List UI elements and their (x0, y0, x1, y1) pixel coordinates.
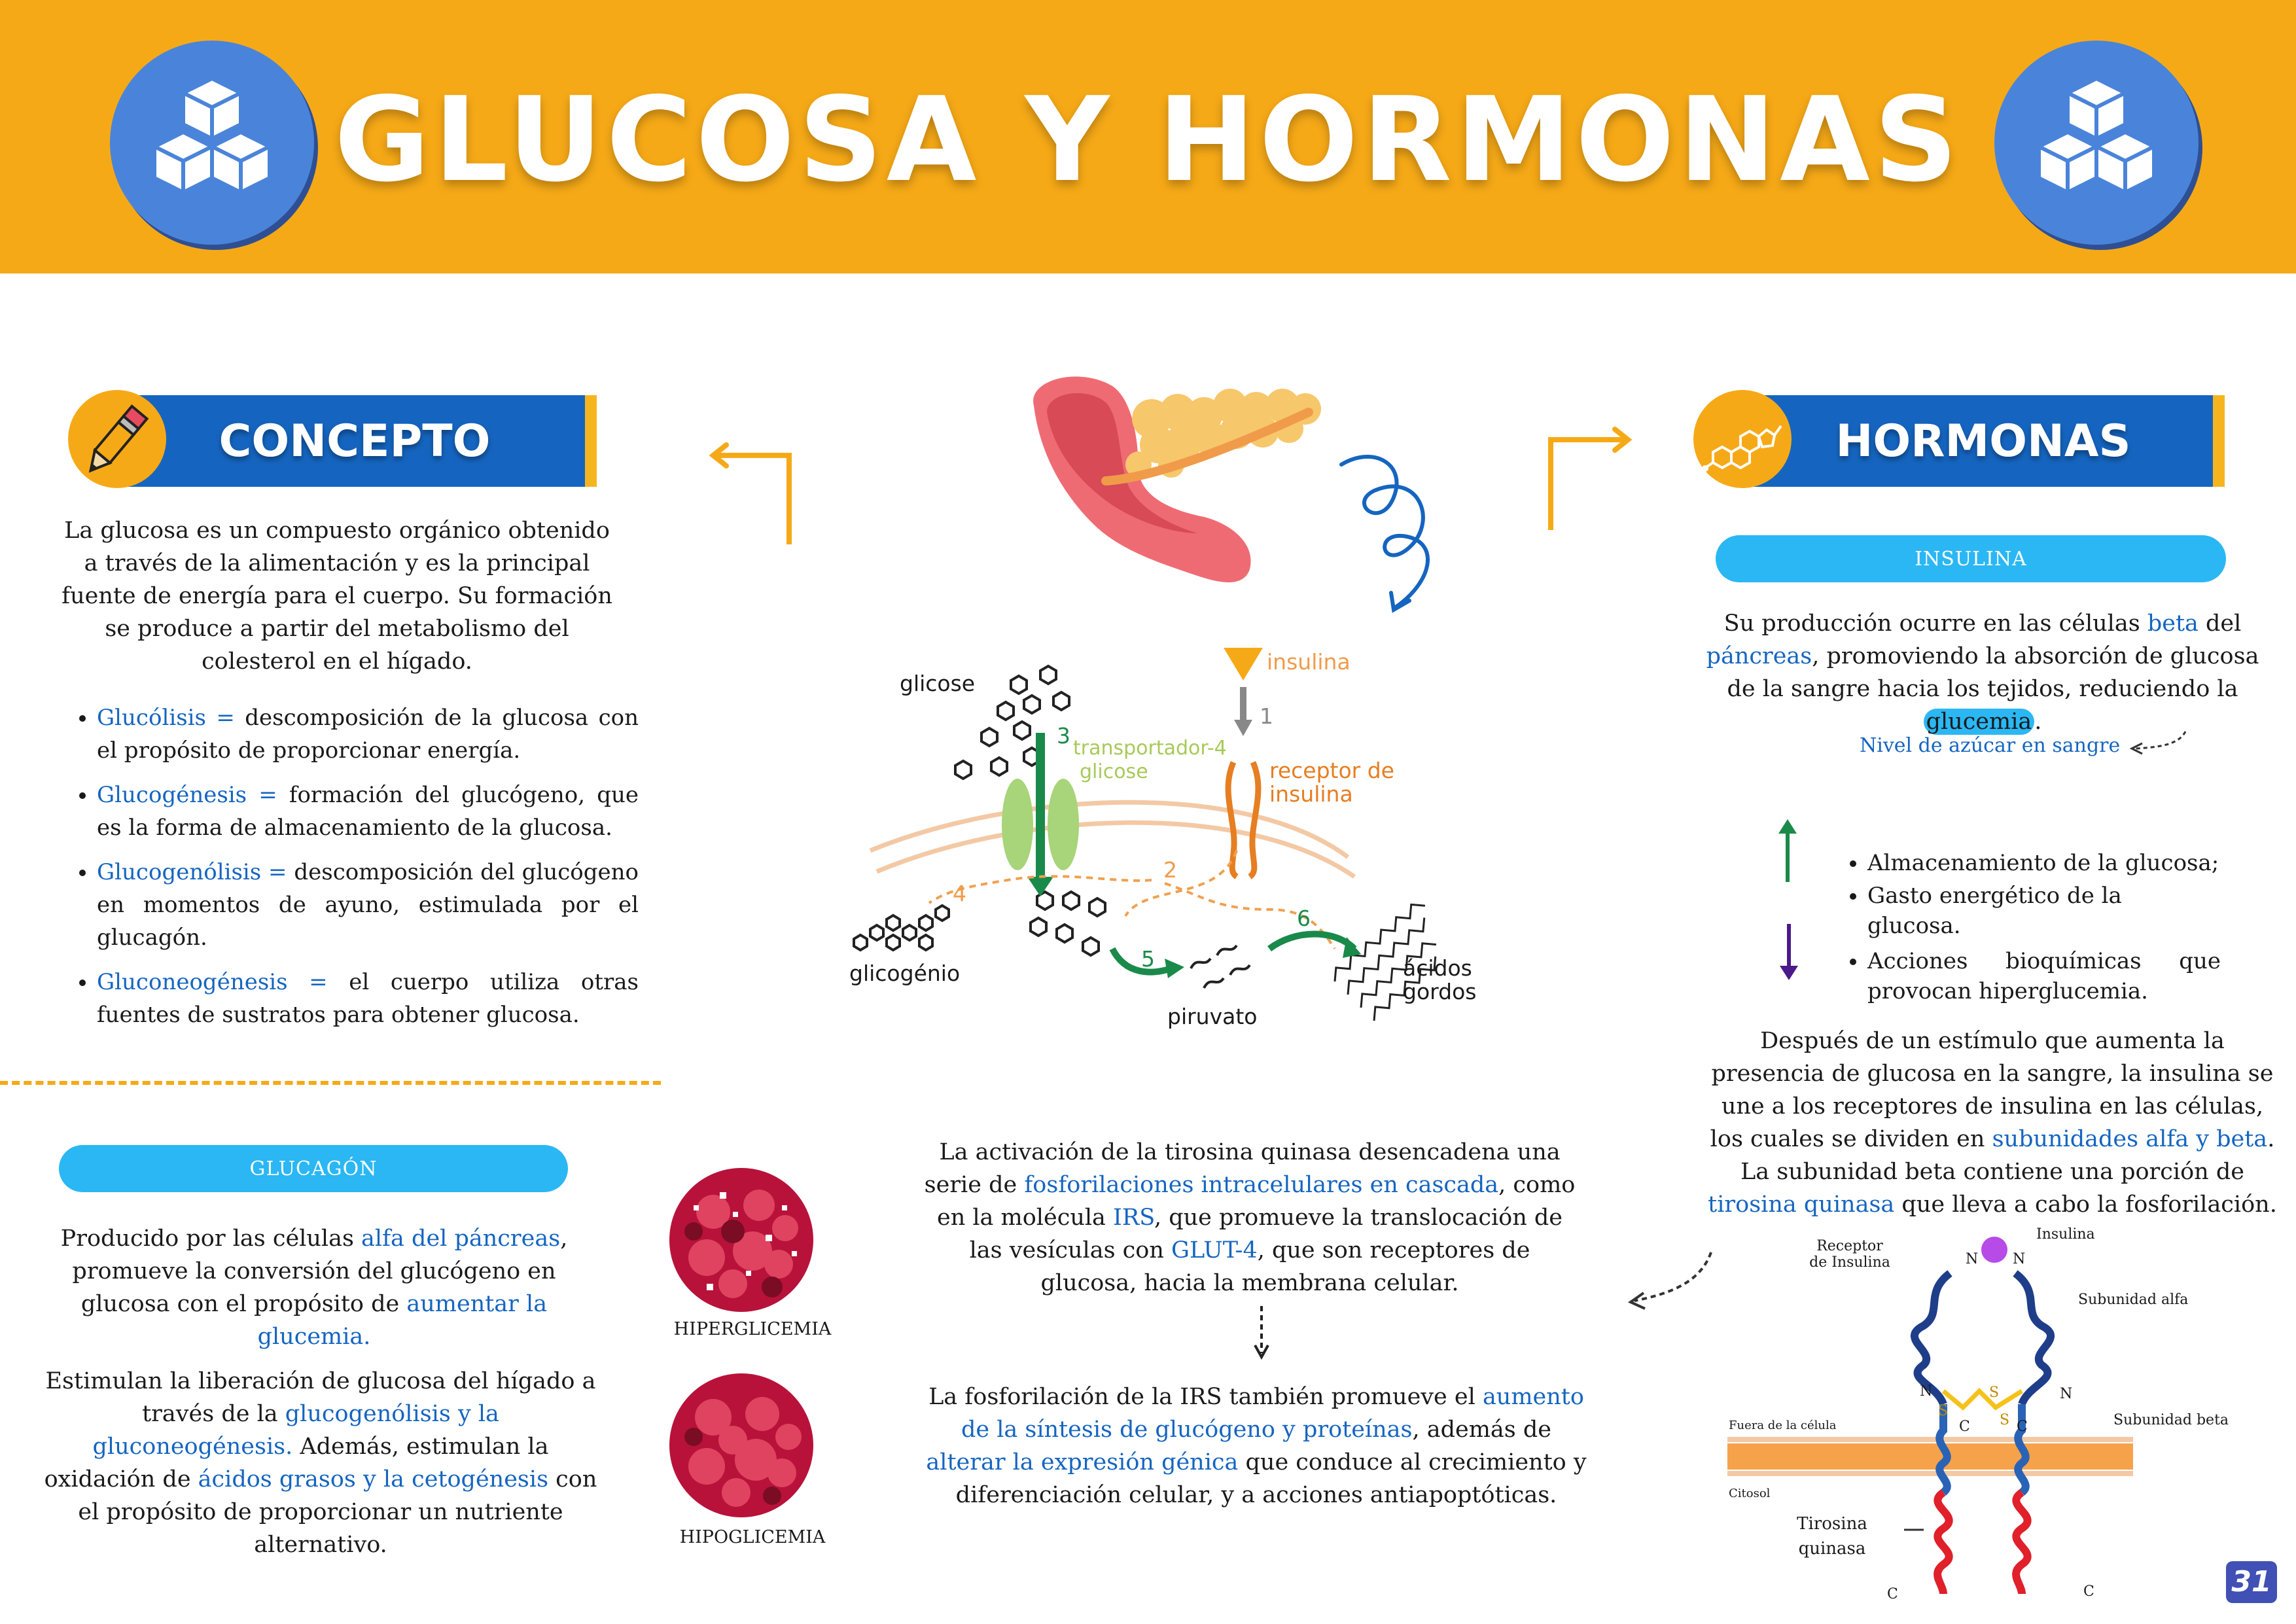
cubes-icon (110, 41, 314, 245)
cubes-icon (1994, 41, 2199, 245)
diagram-label-glicose-2: glicose (1080, 760, 1148, 783)
pancreas-image (1033, 376, 1321, 582)
receptor-c-label: C (1887, 1586, 1898, 1602)
subunidad-alfa-label: Subunidad alfa (2078, 1292, 2189, 1308)
disulfide-s-label: S (1938, 1403, 1949, 1419)
glucagon-paragraph-1: Producido por las células alfa del páncr… (60, 1226, 568, 1350)
concepto-heading: CONCEPTO (124, 395, 597, 487)
diagram-number: 3 (1057, 723, 1070, 749)
dashed-arrow-icon (1627, 1252, 1712, 1310)
receptor-c-label: C (1959, 1419, 1970, 1435)
subunidad-beta-label: Subunidad beta (2113, 1412, 2229, 1428)
list-item: Almacenamiento de la glucosa; (1867, 848, 2221, 878)
arrow-right-icon (1548, 427, 1633, 530)
glucagon-paragraph-2: Estimulan la liberación de glucosa del h… (44, 1368, 597, 1558)
diagram-label-transportador: transportador-4 (1073, 737, 1227, 760)
hyperglycemia-caption: HIPERGLICEMIA (673, 1319, 832, 1339)
diagram-label-gordos: gordos (1403, 979, 1477, 1004)
center-paragraph-2: La fosforilación de la IRS también promu… (926, 1384, 1587, 1508)
diagram-number: 6 (1297, 906, 1311, 931)
receptor-n-label: N (2060, 1386, 2073, 1402)
concepto-list: Glucólisis = descomposición de la glucos… (65, 701, 639, 1043)
list-item: Gluconeogénesis = el cuerpo utiliza otra… (97, 966, 639, 1031)
glucemia-highlight: glucemia (1923, 709, 2035, 735)
diagram-number: 5 (1141, 946, 1155, 972)
receptor-n-label: N (1966, 1251, 1979, 1267)
diagram-number: 1 (1260, 703, 1273, 729)
diagram-label-glicose: glicose (900, 671, 976, 696)
diagram-number: 2 (1163, 857, 1177, 883)
list-item: Gasto energético de la glucosa. (1867, 881, 2221, 941)
blood-cells-image (669, 1373, 813, 1517)
insulina-effects-list: Almacenamiento de la glucosa; Gasto ener… (1836, 848, 2221, 1009)
list-item: Acciones bioquímicas que provocan hiperg… (1867, 946, 2221, 1006)
glucagon-pill: GLUCAGÓN (59, 1145, 568, 1192)
page-number: 31 (2226, 1561, 2277, 1603)
arrow-down-icon (1254, 1306, 1269, 1360)
list-item: Glucogenólisis = descomposición del gluc… (97, 856, 639, 954)
diagram-label-receptor: receptor de (1269, 758, 1394, 783)
disulfide-s-label: S (1989, 1385, 2000, 1401)
header-banner (0, 0, 2296, 274)
citosol-label: Citosol (1729, 1487, 1771, 1500)
concepto-intro: La glucosa es un compuesto orgánico obte… (62, 518, 612, 675)
receptor-c-label: C (2017, 1419, 2028, 1435)
blood-cells-image (669, 1168, 813, 1312)
section-divider (0, 1081, 661, 1085)
steroid-molecule-icon (1693, 390, 1792, 488)
hormonas-heading: HORMONAS (1754, 395, 2225, 487)
insulina-label: Insulina (2036, 1226, 2095, 1243)
insulin-receptor-figure (1727, 1237, 2133, 1595)
nivel-azucar-label: Nivel de azúcar en sangre (1860, 734, 2121, 757)
diagram-label-piruvato: piruvato (1167, 1004, 1258, 1029)
fuera-celula-label: Fuera de la célula (1729, 1419, 1837, 1432)
arrow-down-icon (1780, 924, 1798, 980)
arrow-left-icon (709, 442, 792, 544)
receptor-label: Receptor de Insulina (1809, 1238, 1890, 1271)
diagram-label-glicogenio: glicogénio (849, 961, 961, 986)
list-item: Glucólisis = descomposición de la glucos… (97, 701, 639, 767)
tirosina-quinasa-label: Tirosina quinasa (1797, 1514, 1867, 1559)
center-paragraph-1: La activación de la tirosina quinasa des… (924, 1139, 1576, 1296)
insulin-signaling-diagram (853, 648, 1437, 1021)
receptor-n-label: N (1920, 1383, 1933, 1400)
insulina-paragraph-1: Su producción ocurre en las células beta… (1706, 610, 2259, 735)
diagram-label-insulina: insulina (1267, 649, 1351, 675)
curly-arrow-icon (1339, 455, 1430, 613)
diagram-number: 4 (953, 881, 966, 906)
pencil-icon (68, 390, 166, 488)
insulina-pill: INSULINA (1716, 535, 2226, 582)
insulina-paragraph-2: Después de un estímulo que aumenta la pr… (1708, 1028, 2277, 1218)
diagram-label-receptor-2: insulina (1269, 781, 1353, 807)
list-item: Glucogénesis = formación del glucógeno, … (97, 779, 639, 844)
receptor-n-label: N (2013, 1251, 2026, 1267)
page-title: GLUCOSA Y HORMONAS (334, 72, 1962, 207)
diagram-label-acidos: ácidos (1403, 955, 1472, 981)
disulfide-s-label: S (2000, 1412, 2010, 1428)
arrow-up-icon (1778, 819, 1797, 882)
hypoglycemia-caption: HIPOGLICEMIA (679, 1527, 826, 1547)
receptor-c-label: C (2083, 1583, 2094, 1600)
dashed-arrow-icon (2129, 731, 2187, 755)
